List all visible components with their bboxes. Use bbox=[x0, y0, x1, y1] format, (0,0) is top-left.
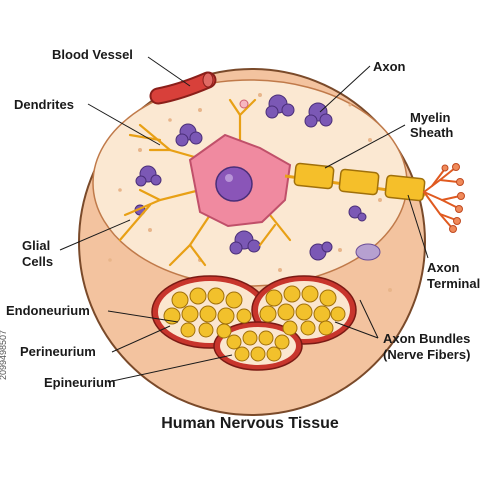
label-epineurium: Epineurium bbox=[44, 375, 116, 390]
blood-vessel bbox=[149, 71, 217, 105]
label-dendrites: Dendrites bbox=[14, 97, 74, 112]
label-axon-terminal-line1: Axon bbox=[427, 260, 460, 275]
oval-glial-cell bbox=[355, 243, 381, 261]
label-glial-line2: Cells bbox=[22, 254, 54, 269]
nerve-fibers bbox=[163, 285, 346, 362]
label-myelin-line2: Sheath bbox=[410, 125, 454, 140]
label-axon-terminal-line2: Terminal bbox=[427, 276, 481, 291]
leader-lines bbox=[59, 56, 429, 383]
label-glial-line1: Glial bbox=[22, 238, 51, 253]
dendrite-tip bbox=[239, 99, 249, 109]
label-myelin-line1: Myelin bbox=[410, 110, 451, 125]
label-axon: Axon bbox=[373, 59, 406, 74]
label-perineurium: Perineurium bbox=[20, 344, 96, 359]
label-endoneurium: Endoneurium bbox=[6, 303, 90, 318]
myelin-sheath bbox=[293, 162, 426, 202]
diagram-title: Human Nervous Tissue bbox=[161, 415, 339, 432]
stock-id-watermark: 2099498507 bbox=[0, 329, 8, 380]
glial-cells bbox=[134, 94, 367, 261]
axon-terminal-bulbs bbox=[441, 163, 465, 233]
label-blood-vessel: Blood Vessel bbox=[52, 47, 133, 62]
label-axon-bundles-line2: (Nerve Fibers) bbox=[383, 347, 471, 362]
neuron-nucleus bbox=[215, 166, 253, 202]
label-axon-bundles-line1: Axon Bundles bbox=[383, 331, 471, 346]
axon-terminal bbox=[423, 167, 461, 229]
